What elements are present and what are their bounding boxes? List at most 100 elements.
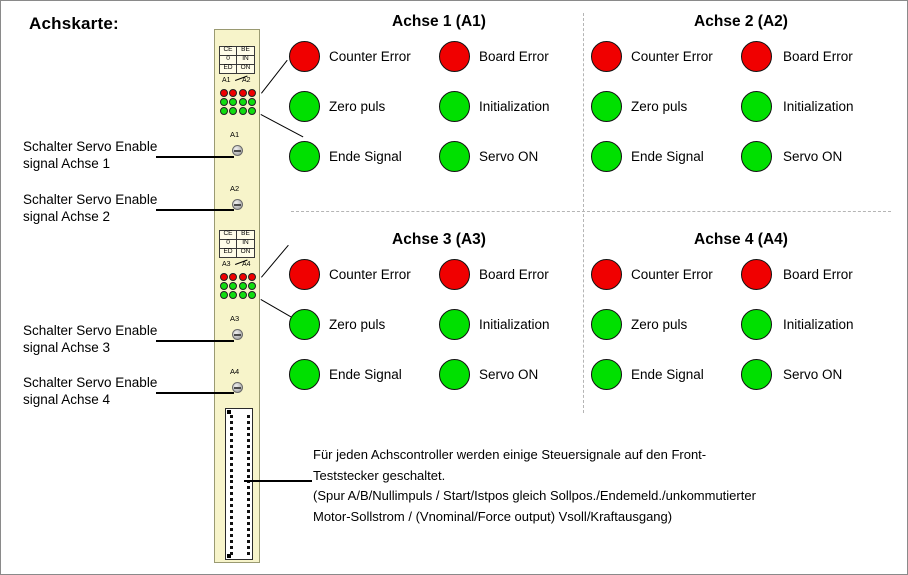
axis-marker-a3: A3: [222, 261, 231, 268]
legend-cell: ED: [220, 248, 237, 257]
zero-puls-led: [591, 91, 622, 122]
legend-cell: IN: [242, 239, 249, 246]
axis-led-row: Zero puls Initialization: [591, 91, 891, 141]
axis-led-item: Servo ON: [741, 359, 891, 390]
led-dot: [247, 273, 256, 281]
axis-led-item: Servo ON: [741, 141, 891, 172]
axis-led-label: Counter Error: [329, 49, 411, 64]
front-connector-note: Für jeden Achscontroller werden einige S…: [313, 445, 898, 527]
axis-led-label: Ende Signal: [329, 367, 402, 382]
switch-label-a2: A2: [230, 184, 240, 193]
switch-label-a4: A4: [230, 367, 240, 376]
axis-led-item: Counter Error: [591, 259, 741, 290]
legend-cell: 0: [220, 239, 237, 248]
axis-led-label: Servo ON: [479, 149, 539, 164]
legend-cell: ON: [240, 64, 251, 71]
leader-line-a1-top: [261, 59, 288, 94]
callout-line-switch-a3: [156, 340, 234, 342]
legend-cell: CE: [220, 230, 237, 239]
note-line-3: (Spur A/B/Nullimpuls / Start/Istpos glei…: [313, 488, 756, 503]
axis-panel-a1: Achse 1 (A1) Counter Error Board Error Z…: [289, 13, 589, 203]
axis-led-item: Initialization: [741, 91, 891, 122]
initialization-led: [439, 309, 470, 340]
axis-led-label: Zero puls: [631, 99, 688, 114]
front-test-connector[interactable]: [225, 408, 253, 560]
zero-puls-led: [591, 309, 622, 340]
axis-led-row: Zero puls Initialization: [591, 309, 891, 359]
note-line-2: Teststecker geschaltet.: [313, 467, 446, 483]
axis-led-item: Ende Signal: [591, 141, 741, 172]
axis-led-item: Servo ON: [439, 141, 589, 172]
axis-led-grid: Counter Error Board Error Zero puls Init…: [591, 41, 891, 191]
ende-signal-led: [591, 141, 622, 172]
axis-led-grid: Counter Error Board Error Zero puls Init…: [289, 259, 589, 409]
led-matrix-row: [220, 291, 256, 299]
axis-led-grid: Counter Error Board Error Zero puls Init…: [289, 41, 589, 191]
led-matrix-row: [220, 107, 256, 115]
axis-panel-a3: Achse 3 (A3) Counter Error Board Error Z…: [289, 231, 589, 421]
axis-led-row: Ende Signal Servo ON: [289, 359, 589, 409]
axis-led-row: Ende Signal Servo ON: [591, 359, 891, 409]
switch-servo-enable-a1[interactable]: [232, 145, 243, 156]
callout-text-switch-a2: Schalter Servo Enable signal Achse 2: [23, 192, 158, 224]
led-dot: [229, 291, 238, 299]
servo-on-led: [439, 359, 470, 390]
axis-led-label: Counter Error: [329, 267, 411, 282]
ende-signal-led: [591, 359, 622, 390]
axis-led-item: Counter Error: [289, 259, 439, 290]
axis-led-label: Counter Error: [631, 49, 713, 64]
led-dot: [247, 89, 256, 97]
counter-error-led: [289, 41, 320, 72]
zero-puls-led: [289, 309, 320, 340]
axis-panel-title: Achse 3 (A3): [392, 231, 486, 248]
switch-servo-enable-a4[interactable]: [232, 382, 243, 393]
callout-line-switch-a4: [156, 392, 234, 394]
legend-cell: BE: [241, 46, 250, 53]
axis-led-label: Board Error: [479, 49, 549, 64]
callout-text-switch-a3: Schalter Servo Enable signal Achse 3: [23, 323, 158, 355]
callout-line-switch-a2: [156, 209, 234, 211]
switch-servo-enable-a3[interactable]: [232, 329, 243, 340]
axis-led-item: Ende Signal: [289, 141, 439, 172]
axis-panel-title: Achse 2 (A2): [694, 13, 788, 30]
led-dot: [220, 282, 228, 290]
initialization-led: [741, 91, 772, 122]
led-matrix-row: [220, 273, 256, 281]
board-error-led: [741, 259, 772, 290]
axis-led-label: Ende Signal: [631, 149, 704, 164]
led-dot: [229, 107, 238, 115]
counter-error-led: [591, 41, 622, 72]
initialization-led: [439, 91, 470, 122]
axis-led-row: Counter Error Board Error: [289, 259, 589, 309]
axis-led-item: Zero puls: [289, 309, 439, 340]
connector-pin-field: [230, 415, 250, 555]
led-dot: [247, 282, 256, 290]
led-dot: [229, 98, 238, 106]
board-error-led: [439, 41, 470, 72]
callout-line-switch-a1: [156, 156, 234, 158]
switch-label-a3: A3: [230, 314, 240, 323]
axis-led-item: Initialization: [439, 91, 589, 122]
led-dot: [238, 282, 247, 290]
led-dot: [220, 107, 228, 115]
led-dot: [238, 89, 247, 97]
ende-signal-led: [289, 141, 320, 172]
axis-marker-a2: A2: [242, 77, 251, 84]
axis-led-item: Board Error: [741, 259, 891, 290]
switch-servo-enable-a2[interactable]: [232, 199, 243, 210]
led-matrix-row: [220, 89, 256, 97]
page-title: Achskarte:: [29, 14, 119, 33]
legend-box-a3a4: CE BE 0 IN ED ON: [219, 230, 255, 258]
board-error-led: [741, 41, 772, 72]
axis-marker-a1: A1: [222, 77, 231, 84]
axis-led-label: Ende Signal: [631, 367, 704, 382]
legend-cell: IN: [242, 55, 249, 62]
axis-led-item: Zero puls: [591, 91, 741, 122]
legend-cell: 0: [220, 55, 237, 64]
axis-panel-title: Achse 1 (A1): [392, 13, 486, 30]
led-dot: [229, 89, 238, 97]
connector-pin-column: [247, 415, 250, 555]
axis-led-row: Counter Error Board Error: [289, 41, 589, 91]
axis-led-label: Initialization: [479, 99, 550, 114]
